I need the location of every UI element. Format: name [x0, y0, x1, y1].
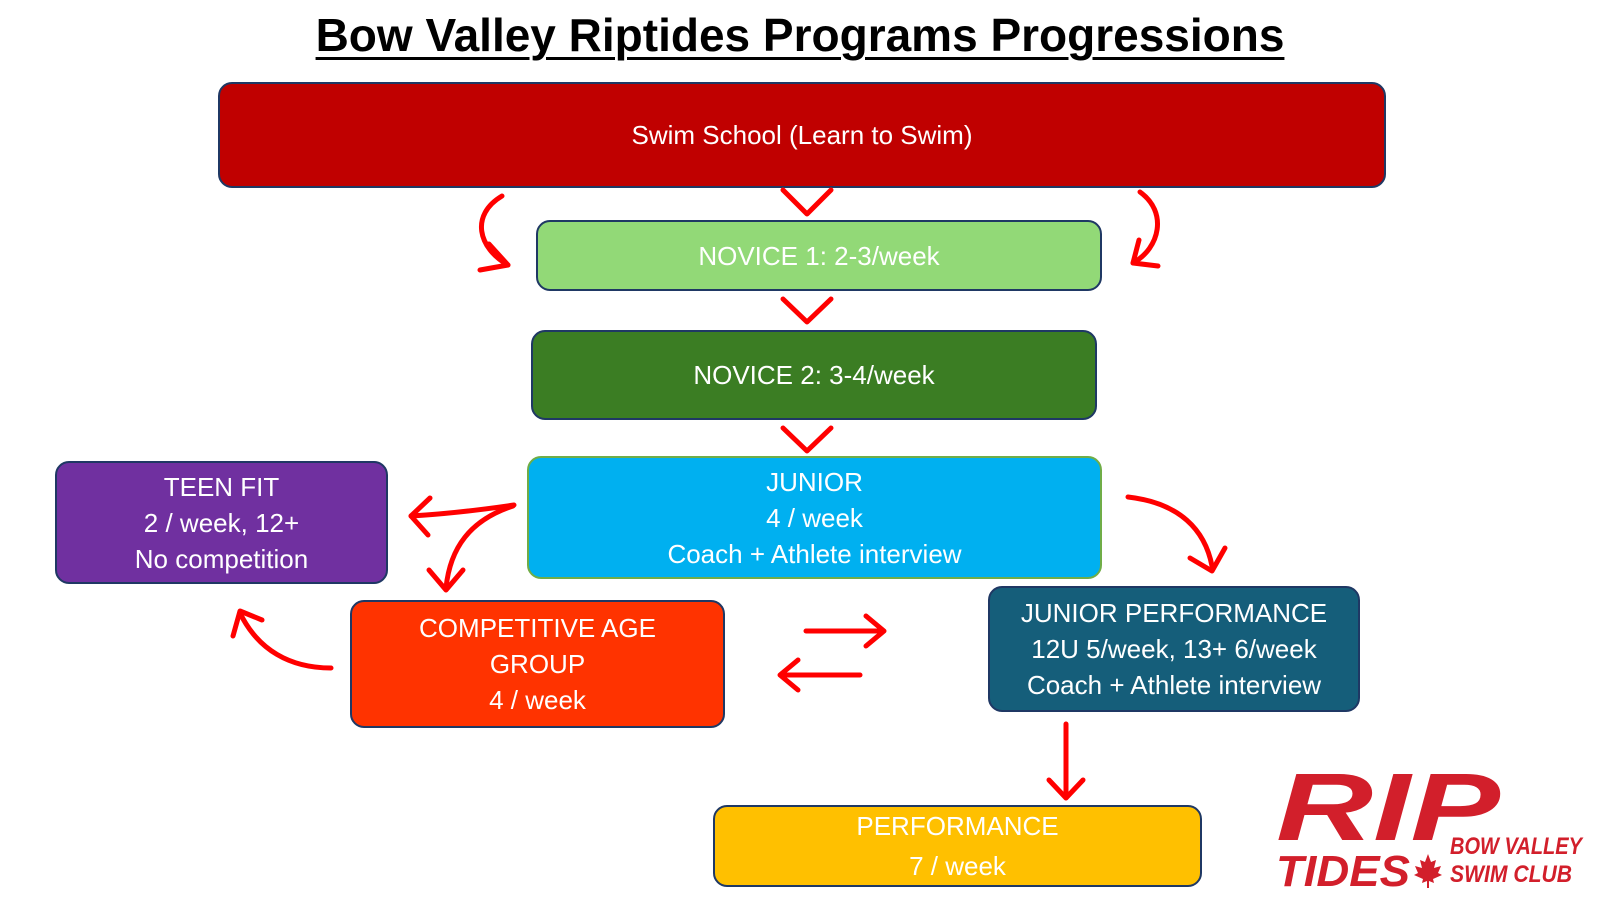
curve-arrow-right-swim-to-novice1 [1130, 189, 1160, 266]
competitive-age-group-box: COMPETITIVE AGE GROUP 4 / week [350, 600, 725, 728]
performance-frequency: 7 / week [909, 851, 1006, 881]
logo-rip-text: RIP [1276, 754, 1501, 861]
competitive-age-group-title-1: COMPETITIVE AGE [419, 613, 656, 643]
junior-performance-box: JUNIOR PERFORMANCE 12U 5/week, 13+ 6/wee… [988, 586, 1360, 712]
performance-box: PERFORMANCE 7 / week [713, 805, 1202, 887]
chevron-novice2-to-junior [780, 425, 834, 454]
arrow-junior-perf-to-performance-head [1046, 777, 1086, 801]
junior-box: JUNIOR 4 / week Coach + Athlete intervie… [527, 456, 1102, 579]
arrow-junior-to-teen-fit [408, 502, 517, 519]
teen-fit-box: TEEN FIT 2 / week, 12+ No competition [55, 461, 388, 584]
novice-1-label: NOVICE 1: 2-3/week [698, 240, 940, 271]
logo-tides-text: TIDES [1276, 847, 1410, 892]
novice-1-box: NOVICE 1: 2-3/week [536, 220, 1102, 291]
arrow-junior-perf-to-competitive-head [777, 657, 801, 693]
novice-2-box: NOVICE 2: 3-4/week [531, 330, 1097, 420]
teen-fit-title: TEEN FIT [163, 471, 280, 502]
arrow-junior-to-competitive-head [426, 567, 466, 593]
novice-2-label: NOVICE 2: 3-4/week [693, 360, 935, 390]
arrow-junior-to-competitive [443, 503, 516, 591]
performance-title: PERFORMANCE [856, 811, 1059, 841]
riptides-logo: RIP TIDES BOW VALLEY SWIM CLUB [1276, 754, 1584, 892]
junior-requirement: Coach + Athlete interview [667, 538, 962, 569]
arrow-competitive-to-teen-fit-head [230, 608, 265, 639]
teen-fit-frequency: 2 / week, 12+ [143, 507, 300, 538]
arrow-junior-to-junior-performance [1125, 494, 1215, 569]
arrow-junior-to-junior-performance-head [1187, 545, 1228, 574]
page-title: Bow Valley Riptides Programs Progression… [315, 9, 1285, 61]
curve-arrow-left-head [477, 241, 511, 273]
logo-club-line-1: BOW VALLEY [1450, 833, 1584, 860]
competitive-age-group-title-2: GROUP [489, 649, 586, 679]
arrow-junior-to-teen-fit-head [408, 495, 433, 538]
junior-title: JUNIOR [766, 466, 863, 497]
junior-performance-frequency: 12U 5/week, 13+ 6/week [1031, 634, 1317, 664]
swim-school-label: Swim School (Learn to Swim) [631, 120, 973, 150]
chevron-swim-to-novice1 [780, 187, 834, 217]
junior-frequency: 4 / week [766, 502, 863, 533]
curve-arrow-right-head [1130, 237, 1161, 269]
competitive-age-group-frequency: 4 / week [489, 685, 586, 715]
arrow-competitive-to-teen-fit [237, 610, 334, 671]
chevron-novice1-to-novice2 [780, 296, 834, 325]
arrow-competitive-to-junior-perf-head [863, 613, 887, 649]
curve-arrow-left-swim-to-novice1 [478, 193, 511, 268]
junior-performance-title: JUNIOR PERFORMANCE [1020, 598, 1328, 628]
teen-fit-note: No competition [134, 543, 309, 574]
logo-club-line-2: SWIM CLUB [1450, 861, 1572, 888]
swim-school-box: Swim School (Learn to Swim) [218, 82, 1386, 188]
junior-performance-requirement: Coach + Athlete interview [1026, 670, 1322, 700]
maple-leaf-icon [1414, 854, 1442, 888]
